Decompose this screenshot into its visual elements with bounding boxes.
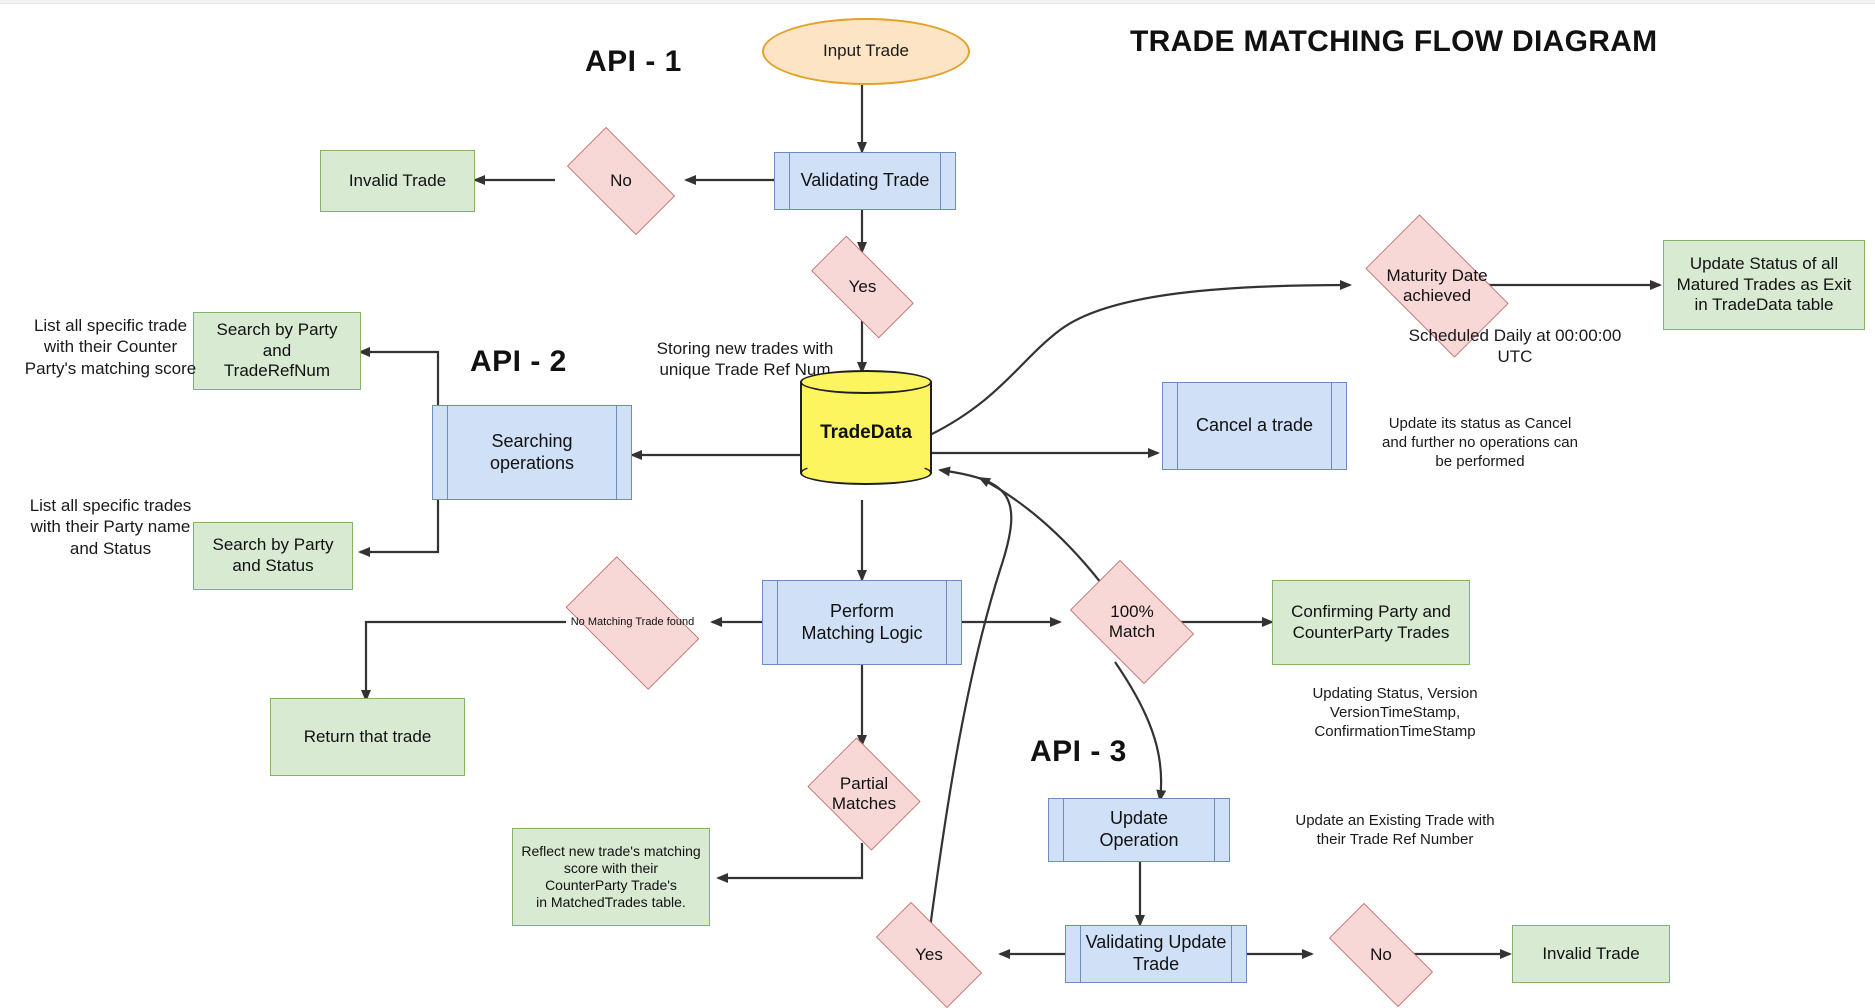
node-search-by-party-and-status[interactable]: Search by Party and Status bbox=[193, 522, 353, 590]
node-reflect-matching-score-label: Reflect new trade's matching score with … bbox=[521, 842, 701, 911]
node-return-that-trade-label: Return that trade bbox=[303, 726, 432, 746]
node-cancel-a-trade[interactable]: Cancel a trade bbox=[1162, 382, 1347, 470]
section-label-api-2: API - 2 bbox=[470, 345, 567, 378]
node-search-by-party-and-traderefnum[interactable]: Search by Party and TradeRefNum bbox=[193, 312, 361, 390]
node-invalid-trade-2[interactable]: Invalid Trade bbox=[1512, 925, 1670, 983]
node-decision-no-matching-trade-label: No Matching Trade found bbox=[570, 616, 695, 629]
edge-searching-to-search-refnum bbox=[358, 347, 440, 500]
node-decision-validate-yes-label: Yes bbox=[848, 276, 877, 296]
node-decision-validate-yes[interactable]: Yes bbox=[795, 235, 930, 339]
node-decision-100-percent-match-label: 100% Match bbox=[1108, 601, 1156, 641]
cylinder-bottom bbox=[800, 461, 932, 485]
cylinder-top bbox=[800, 370, 932, 394]
node-search-by-party-and-traderefnum-label: Search by Party and TradeRefNum bbox=[216, 319, 338, 381]
annotation-scheduled-daily: Scheduled Daily at 00:00:00 UTC bbox=[1408, 326, 1622, 367]
node-validating-update-trade-label: Validating Update Trade bbox=[1085, 932, 1227, 974]
edge-nomatch-to-return bbox=[361, 620, 566, 702]
edge-100match-to-update-operation bbox=[1114, 661, 1167, 802]
node-update-matured-trades-label: Update Status of all Matured Trades as E… bbox=[1676, 253, 1852, 315]
node-validating-trade-label: Validating Trade bbox=[800, 170, 930, 191]
node-decision-no-matching-trade[interactable]: No Matching Trade found bbox=[550, 556, 715, 690]
node-decision-update-no[interactable]: No bbox=[1312, 903, 1450, 1007]
edge-yes-back-to-tradedata bbox=[928, 466, 1013, 929]
cylinder-body bbox=[800, 382, 932, 473]
node-decision-partial-matches-label: Partial Matches bbox=[831, 773, 897, 813]
window-top-edge bbox=[0, 0, 1875, 4]
node-searching-operations-label: Searching operations bbox=[489, 430, 575, 473]
node-input-trade-label: Input Trade bbox=[822, 41, 909, 61]
node-input-trade[interactable]: Input Trade bbox=[762, 18, 970, 85]
annotation-list-counterparty-score: List all specific trade with their Count… bbox=[24, 316, 197, 378]
node-tradedata-label: TradeData bbox=[820, 422, 912, 444]
node-confirming-trades[interactable]: Confirming Party and CounterParty Trades bbox=[1272, 580, 1470, 665]
node-update-operation-label: Update Operation bbox=[1099, 808, 1179, 850]
annotation-list-party-status: List all specific trades with their Part… bbox=[29, 496, 192, 558]
node-decision-validate-no[interactable]: No bbox=[552, 127, 690, 235]
node-cancel-a-trade-label: Cancel a trade bbox=[1195, 415, 1314, 436]
node-decision-maturity-date[interactable]: Maturity Date achieved bbox=[1348, 214, 1526, 358]
node-invalid-trade[interactable]: Invalid Trade bbox=[320, 150, 475, 212]
node-validating-trade[interactable]: Validating Trade bbox=[774, 152, 956, 210]
node-update-matured-trades[interactable]: Update Status of all Matured Trades as E… bbox=[1663, 240, 1865, 330]
annotation-update-existing-note: Update an Existing Trade with their Trad… bbox=[1295, 812, 1495, 848]
node-confirming-trades-label: Confirming Party and CounterParty Trades bbox=[1291, 601, 1451, 642]
section-label-api-1: API - 1 bbox=[585, 45, 682, 78]
node-decision-partial-matches[interactable]: Partial Matches bbox=[800, 737, 928, 851]
node-reflect-matching-score[interactable]: Reflect new trade's matching score with … bbox=[512, 828, 710, 926]
node-decision-100-percent-match[interactable]: 100% Match bbox=[1058, 560, 1206, 684]
node-invalid-trade-label: Invalid Trade bbox=[348, 170, 447, 190]
node-decision-update-no-label: No bbox=[1370, 944, 1392, 964]
node-perform-matching-logic-label: Perform Matching Logic bbox=[801, 600, 923, 643]
node-decision-maturity-date-label: Maturity Date achieved bbox=[1386, 265, 1488, 305]
annotation-storing-new-trades: Storing new trades with unique Trade Ref… bbox=[656, 339, 834, 380]
annotation-updating-status-note: Updating Status, Version VersionTimeStam… bbox=[1312, 685, 1478, 740]
node-tradedata-datastore[interactable]: TradeData bbox=[800, 370, 932, 485]
node-validating-update-trade[interactable]: Validating Update Trade bbox=[1065, 925, 1247, 983]
node-perform-matching-logic[interactable]: Perform Matching Logic bbox=[762, 580, 962, 665]
node-decision-validate-no-label: No bbox=[610, 170, 632, 190]
node-invalid-trade-2-label: Invalid Trade bbox=[1542, 943, 1640, 963]
section-label-api-3: API - 3 bbox=[1030, 735, 1127, 768]
edge-searching-to-search-status bbox=[358, 500, 440, 557]
node-decision-update-yes[interactable]: Yes bbox=[858, 902, 1000, 1008]
node-searching-operations[interactable]: Searching operations bbox=[432, 405, 632, 500]
node-search-by-party-and-status-label: Search by Party and Status bbox=[212, 535, 334, 575]
node-return-that-trade[interactable]: Return that trade bbox=[270, 698, 465, 776]
node-update-operation[interactable]: Update Operation bbox=[1048, 798, 1230, 862]
page-title: TRADE MATCHING FLOW DIAGRAM bbox=[1130, 25, 1658, 58]
annotation-cancel-note: Update its status as Cancel and further … bbox=[1382, 415, 1578, 470]
node-decision-update-yes-label: Yes bbox=[915, 944, 943, 964]
edge-partial-to-reflect bbox=[716, 843, 864, 883]
connector-layer bbox=[358, 85, 1662, 959]
